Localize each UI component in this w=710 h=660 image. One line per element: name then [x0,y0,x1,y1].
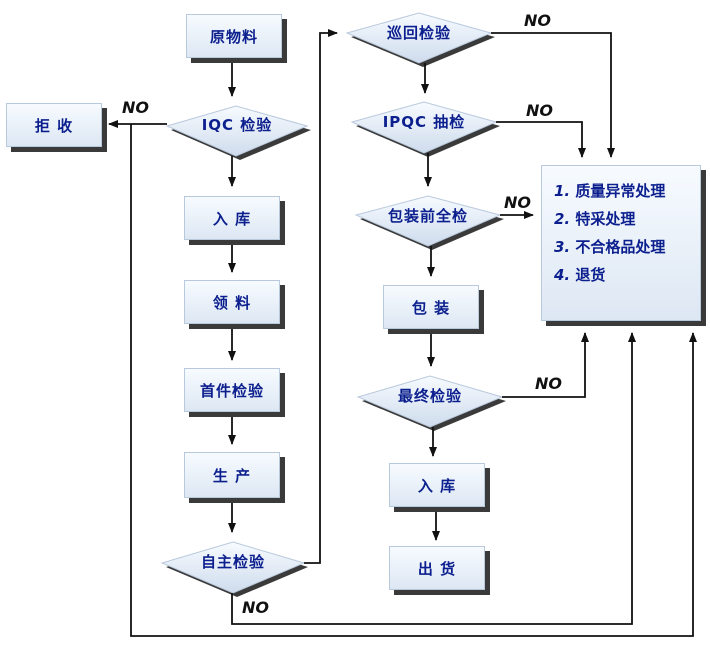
label-no-self: NO [242,598,269,617]
diamond-iqc-shape [165,105,311,160]
arrow-bottom-loop [130,124,697,637]
arrow-patrol-no [491,32,615,158]
node-self-inspection: 自主检验 [200,552,265,571]
arrow-ipqc-no [496,121,586,158]
action-item: 3. 不合格品处理 [554,238,666,256]
label-no-final: NO [535,374,562,393]
node-raw-material: 原物料 [186,14,282,58]
connectors [108,29,697,637]
node-production: 生 产 [184,452,280,498]
action-item: 4. 退货 [554,266,606,284]
node-final: 最终检验 [397,386,462,405]
label-no-iqc: NO [122,98,149,117]
arrow-self-no [231,332,636,625]
label-no-ipqc: NO [526,101,553,120]
node-packing: 包 装 [383,285,479,329]
node-stock-in-1: 入 库 [184,196,280,240]
node-iqc: IQC 检验 [201,115,273,134]
actions-box: 1. 质量异常处理 2. 特采处理 3. 不合格品处理 4. 退货 [541,165,701,321]
node-patrol: 巡回检验 [386,23,451,42]
node-stock-in-2: 入 库 [389,463,485,507]
action-item: 2. 特采处理 [554,210,636,228]
arrow-final-no [502,332,589,398]
node-reject: 拒 收 [6,103,102,147]
node-material-pick: 领 料 [184,280,280,324]
label-no-patrol: NO [524,11,551,30]
node-pre-pack: 包装前全检 [387,206,468,225]
label-no-prepack: NO [504,193,531,212]
action-item: 1. 质量异常处理 [554,182,666,200]
arrow-self-to-patrol [304,29,338,564]
node-first-article: 首件检验 [184,368,280,412]
node-shipment: 出 货 [389,546,485,590]
node-ipqc: IPQC 抽检 [382,112,466,131]
